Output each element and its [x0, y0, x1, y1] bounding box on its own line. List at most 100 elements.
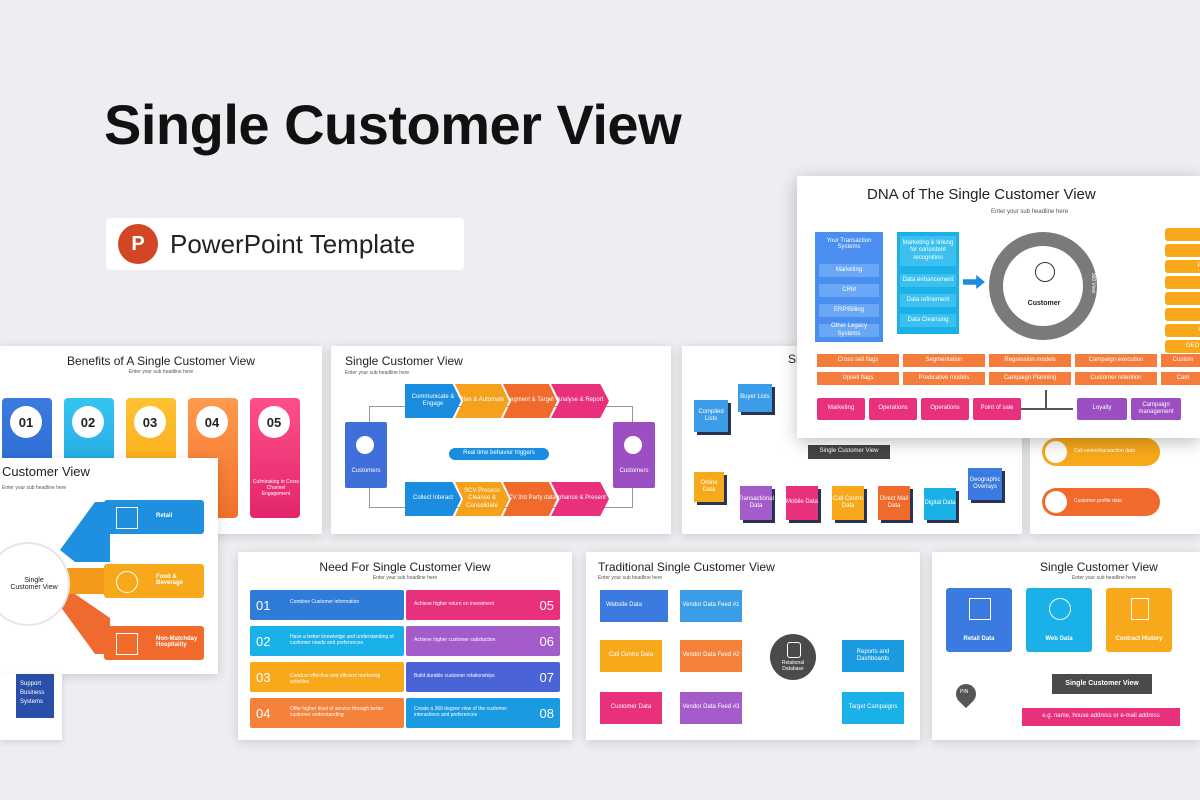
system-legacy: Other Legacy Systems — [819, 323, 879, 337]
slide-scv-data[interactable]: Single Customer View Enter your sub head… — [932, 552, 1200, 740]
customers-label-right: Customers — [619, 468, 649, 474]
slide-subtitle: Enter your sub headline here — [598, 575, 663, 581]
cube-digital: Digital Data — [924, 488, 956, 520]
need-number-07: 07 — [539, 670, 554, 685]
need-number-05: 05 — [539, 598, 554, 613]
process-marketing: Marketing & linking for consistent recog… — [900, 236, 956, 266]
slide-title: Single Customer View — [345, 354, 463, 368]
flow-bottom-4: Enhance & Present — [551, 482, 609, 516]
need-text-02: Have a better knowledge and understandin… — [290, 634, 394, 646]
row2-cell-5: Cam — [1161, 372, 1200, 385]
row3-cell-3: Operations — [921, 398, 969, 420]
slide-title: Single Customer View — [1040, 560, 1158, 574]
tile-label-web: Web Data — [1045, 636, 1073, 642]
need-number-04: 04 — [256, 706, 271, 721]
arrow-bar — [1021, 408, 1073, 410]
arrow-right-icon — [963, 275, 985, 289]
cube-geographic: Geographic Overlays — [968, 468, 1002, 500]
note-targets: Target Campaigns — [842, 692, 904, 724]
slide-flow[interactable]: Single Customer View Enter your sub head… — [331, 346, 671, 534]
database-icon — [787, 642, 801, 658]
benefit-number-1: 01 — [10, 406, 42, 438]
retail-icon — [116, 507, 138, 529]
template-badge: P PowerPoint Template — [106, 218, 464, 270]
row1-cell-5: Custom — [1161, 354, 1200, 367]
branch-label-food: Food & Beverage — [156, 574, 184, 586]
flow-top-1: Communicate & Engage — [405, 384, 461, 418]
benefit-number-5: 05 — [258, 406, 290, 438]
row1-cell-2: Segmentation — [903, 354, 985, 367]
customers-label-left: Customers — [351, 468, 381, 474]
web-data-icon — [1049, 598, 1071, 620]
row2-cell-3: Campaign Planning — [989, 372, 1071, 385]
flow-bottom-1: Collect Interact — [405, 482, 461, 516]
slide-subtitle: Enter your sub headline here — [345, 370, 410, 376]
note-vendor-1: Vendor Data Feed #1 — [680, 590, 742, 622]
item-1-icon — [1045, 441, 1067, 463]
support-label: Support Business Systems — [20, 681, 45, 705]
support-box: Support Business Systems — [16, 674, 54, 718]
need-right-8: Create a 360 degree view of the customer… — [406, 698, 560, 728]
system-crm: CRM — [819, 284, 879, 297]
slide-subtitle: Enter your sub headline here — [372, 575, 438, 581]
slide-left-customer-view[interactable]: Customer View Enter your sub headline he… — [0, 458, 218, 674]
customer-avatar-icon — [1035, 262, 1055, 282]
need-left-1: 01 Combine Customer information — [250, 590, 404, 620]
flow-bottom-2: SCV Process Cleanse & Consolidate — [455, 482, 509, 516]
slide-dna[interactable]: DNA of The Single Customer View Enter yo… — [797, 176, 1200, 438]
flow-top-3: Segment & Target — [503, 384, 557, 418]
process-refinement: Data refinement — [900, 294, 956, 307]
right-tab-3: Pe — [1165, 260, 1200, 273]
row1-cell-1: Cross sell flags — [817, 354, 899, 367]
need-right-5: Achieve higher return on investment 05 — [406, 590, 560, 620]
benefit-number-2: 02 — [72, 406, 104, 438]
system-erp: ERP/Billing — [819, 304, 879, 317]
need-text-03: Conduct effective and efficient marketin… — [290, 673, 381, 685]
need-number-01: 01 — [256, 598, 271, 613]
flow-top-4: Analyse & Report — [551, 384, 609, 418]
branch-coral-arm — [60, 594, 110, 654]
process-cleansing: Data Cleansing — [900, 314, 956, 327]
flow-middle-pill: Real time behavior triggers — [449, 448, 549, 460]
flow-bottom-3: SCV 3rd Party data — [503, 482, 557, 516]
scv-bar: Single Customer View — [1052, 674, 1152, 694]
note-customer: Customer Data — [600, 692, 662, 724]
hero-title: Single Customer View — [104, 93, 682, 156]
contract-icon — [1131, 598, 1149, 620]
note-reports: Reports and Dashboards — [842, 640, 904, 672]
flow-top-2: Plan & Automate — [455, 384, 509, 418]
hospitality-icon — [116, 633, 138, 655]
center-label: Single Customer View — [10, 577, 58, 591]
customer-ring — [989, 232, 1097, 340]
benefit-number-3: 03 — [134, 406, 166, 438]
need-number-06: 06 — [539, 634, 554, 649]
benefit-number-4: 04 — [196, 406, 228, 438]
slide-title: Traditional Single Customer View — [598, 560, 775, 574]
retail-data-icon — [969, 598, 991, 620]
tile-label-retail: Retail Data — [963, 636, 995, 642]
process-enhancement: Data enhancement — [900, 274, 956, 287]
need-text-05: Achieve higher return on investment — [414, 601, 495, 607]
right-tab-2: B — [1165, 244, 1200, 257]
slide-traditional[interactable]: Traditional Single Customer View Enter y… — [586, 552, 920, 740]
slide-need[interactable]: Need For Single Customer View Enter your… — [238, 552, 572, 740]
ring-label: 360 View — [1090, 272, 1097, 294]
branch-label-retail: Retail — [156, 513, 173, 519]
row2-cell-1: Upsell flags — [817, 372, 899, 385]
database-circle: Relational Database — [770, 634, 816, 680]
branch-hospitality: Non-Matchday Hospitality — [104, 626, 204, 660]
slide-subtitle: Enter your sub headline here — [2, 485, 67, 491]
note-vendor-2: Vendor Data Feed #2 — [680, 640, 742, 672]
food-icon — [116, 571, 138, 593]
need-number-02: 02 — [256, 634, 271, 649]
right-tab-8: GEO S — [1165, 340, 1200, 353]
cube-callcentre: Call Centre Data — [832, 486, 864, 520]
row2-cell-2: Predicative models — [903, 372, 985, 385]
slide-subtitle: Enter your sub headline here — [991, 209, 1069, 215]
right-tab-5: A — [1165, 292, 1200, 305]
row1-cell-3: Regression models — [989, 354, 1071, 367]
benefit-text-5: Culminating in Cross Channel Engagement — [252, 479, 300, 497]
pin-label: PIN — [960, 689, 969, 695]
tile-web: Web Data — [1026, 588, 1092, 652]
cube-compiled: Compiled Lists — [694, 400, 728, 432]
